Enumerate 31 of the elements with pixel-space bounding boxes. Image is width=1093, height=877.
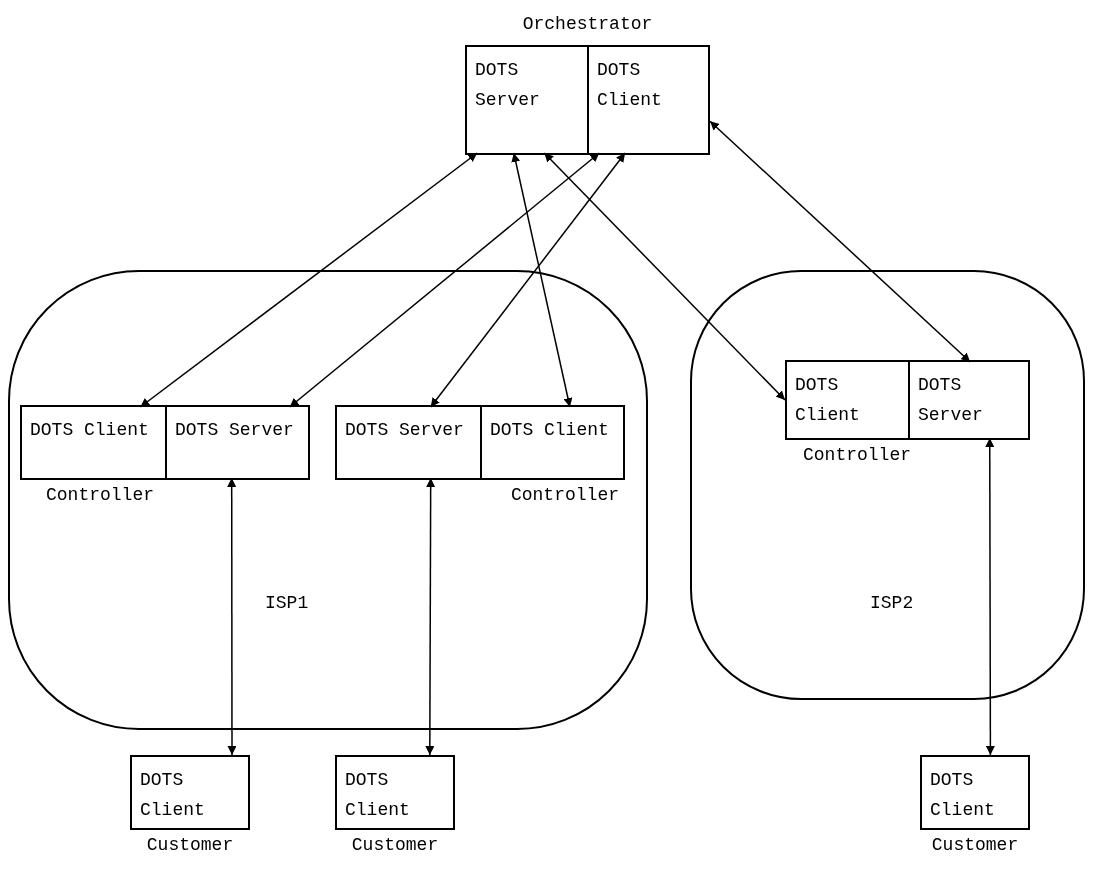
- role-label: DOTS Client: [490, 419, 610, 442]
- device-label: Controller: [803, 444, 912, 467]
- role-label: DOTS Server: [918, 374, 984, 427]
- role-label: DOTS Server: [475, 59, 541, 112]
- network-region: [8, 270, 648, 730]
- network-region: [690, 270, 1085, 700]
- role-label: DOTS Client: [795, 374, 861, 427]
- role-label: DOTS Client: [930, 769, 996, 822]
- owner-label: Customer: [145, 834, 235, 857]
- role-label: DOTS Client: [345, 769, 411, 822]
- arrow: [227, 477, 237, 756]
- network-label: ISP1: [265, 592, 309, 615]
- arrow: [709, 120, 971, 363]
- role-label: DOTS Client: [597, 59, 663, 112]
- owner-label: Customer: [350, 834, 440, 857]
- role-label: DOTS Server: [345, 419, 465, 442]
- arrow: [139, 152, 478, 408]
- role-label: DOTS Client: [30, 419, 150, 442]
- owner-label: Customer: [930, 834, 1020, 857]
- arrow: [985, 437, 995, 756]
- role-label: DOTS Client: [140, 769, 206, 822]
- device-label: Controller: [510, 484, 619, 507]
- network-label: ISP2: [870, 592, 914, 615]
- role-label: DOTS Server: [175, 419, 295, 442]
- arrow: [288, 152, 601, 408]
- arrow: [429, 152, 626, 408]
- arrow: [543, 152, 786, 401]
- device-label: Controller: [46, 484, 155, 507]
- arrow: [425, 477, 436, 756]
- device-label: Orchestrator: [521, 13, 654, 36]
- arrow: [511, 152, 573, 408]
